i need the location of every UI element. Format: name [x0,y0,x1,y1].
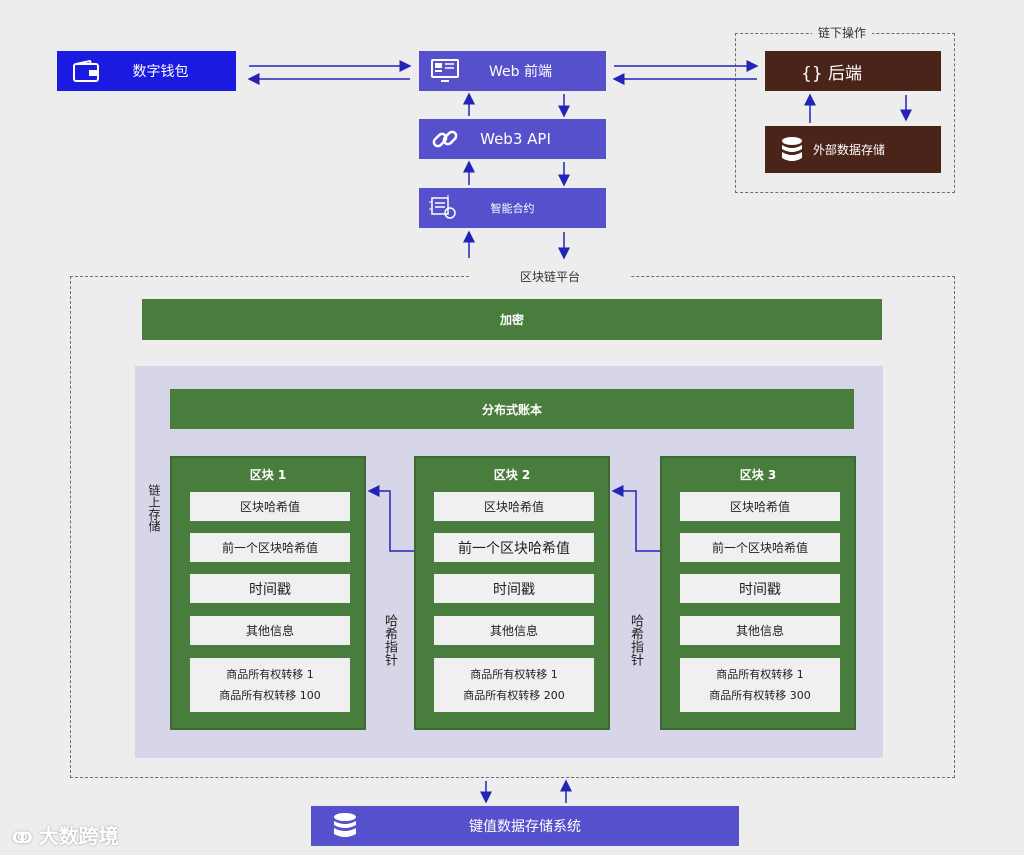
external-storage-label: 外部数据存储 [813,143,886,157]
kv-storage-label: 键值数据存储系统 [469,819,581,835]
watermark: ↂ 大数跨境 [12,820,119,849]
timestamp-cell: 时间戳 [190,574,350,603]
transactions-cell: 商品所有权转移 1 商品所有权转移 200 [434,658,594,712]
transaction-last: 商品所有权转移 100 [219,689,321,702]
timestamp-cell: 时间戳 [434,574,594,603]
watermark-text: 大数跨境 [38,824,119,848]
smart-contract-label: 智能合约 [490,202,535,215]
hash-pointer-arrow-2-to-1 [367,485,414,552]
digital-wallet-label: 数字钱包 [132,64,189,80]
block-title: 区块 1 [249,468,287,482]
other-info-cell: 其他信息 [190,616,350,645]
backend-box[interactable]: {} 后端 [765,51,941,91]
database-icon [781,136,803,167]
blockchain-platform-label: 区块链平台 [470,268,631,285]
transactions-cell: 商品所有权转移 1 商品所有权转移 100 [190,658,350,712]
web-frontend-label: Web 前端 [489,64,552,80]
backend-label: {} 后端 [801,63,863,84]
other-info-cell: 其他信息 [434,616,594,645]
offchain-label: 链下操作 [812,24,873,41]
link-icon [431,125,459,157]
external-storage-box[interactable]: 外部数据存储 [765,126,941,173]
block-3: 区块 3 区块哈希值 前一个区块哈希值 时间戳 其他信息 商品所有权转移 1 商… [660,456,856,730]
onchain-storage-label: 链上存储 [147,484,161,532]
timestamp-cell: 时间戳 [680,574,840,603]
digital-wallet-box[interactable]: 数字钱包 [57,51,236,91]
transaction-last: 商品所有权转移 300 [709,689,811,702]
block-title: 区块 2 [493,468,531,482]
prev-hash-cell: 前一个区块哈希值 [190,533,350,562]
kv-storage-box[interactable]: 键值数据存储系统 [311,806,739,846]
smart-contract-box[interactable]: 智能合约 [419,188,606,228]
hash-pointer-label-1: 哈希指针 [382,614,397,666]
hash-pointer-label-2: 哈希指针 [628,614,643,666]
web3-api-box[interactable]: Web3 API [419,119,606,159]
transaction-first: 商品所有权转移 1 [470,668,558,681]
hash-pointer-arrow-3-to-2 [611,485,660,552]
block-hash-cell: 区块哈希值 [434,492,594,521]
block-hash-cell: 区块哈希值 [680,492,840,521]
web-frontend-box[interactable]: Web 前端 [419,51,606,91]
transaction-first: 商品所有权转移 1 [716,668,804,681]
encryption-bar: 加密 [142,299,882,340]
watermark-logo-icon: ↂ [12,828,33,847]
database-icon [333,812,357,844]
block-1: 区块 1 区块哈希值 前一个区块哈希值 时间戳 其他信息 商品所有权转移 1 商… [170,456,366,730]
monitor-icon [431,59,459,87]
transaction-first: 商品所有权转移 1 [226,668,314,681]
prev-hash-cell: 前一个区块哈希值 [434,533,594,562]
encryption-label: 加密 [499,313,524,327]
wallet-icon [73,59,99,86]
block-title: 区块 3 [739,468,777,482]
transaction-last: 商品所有权转移 200 [463,689,565,702]
transactions-cell: 商品所有权转移 1 商品所有权转移 300 [680,658,840,712]
web3-api-label: Web3 API [480,130,551,148]
distributed-ledger-bar: 分布式账本 [170,389,854,429]
distributed-ledger-label: 分布式账本 [481,402,542,417]
block-hash-cell: 区块哈希值 [190,492,350,521]
block-2: 区块 2 区块哈希值 前一个区块哈希值 时间戳 其他信息 商品所有权转移 1 商… [414,456,610,730]
other-info-cell: 其他信息 [680,616,840,645]
contract-icon [429,195,457,224]
prev-hash-cell: 前一个区块哈希值 [680,533,840,562]
